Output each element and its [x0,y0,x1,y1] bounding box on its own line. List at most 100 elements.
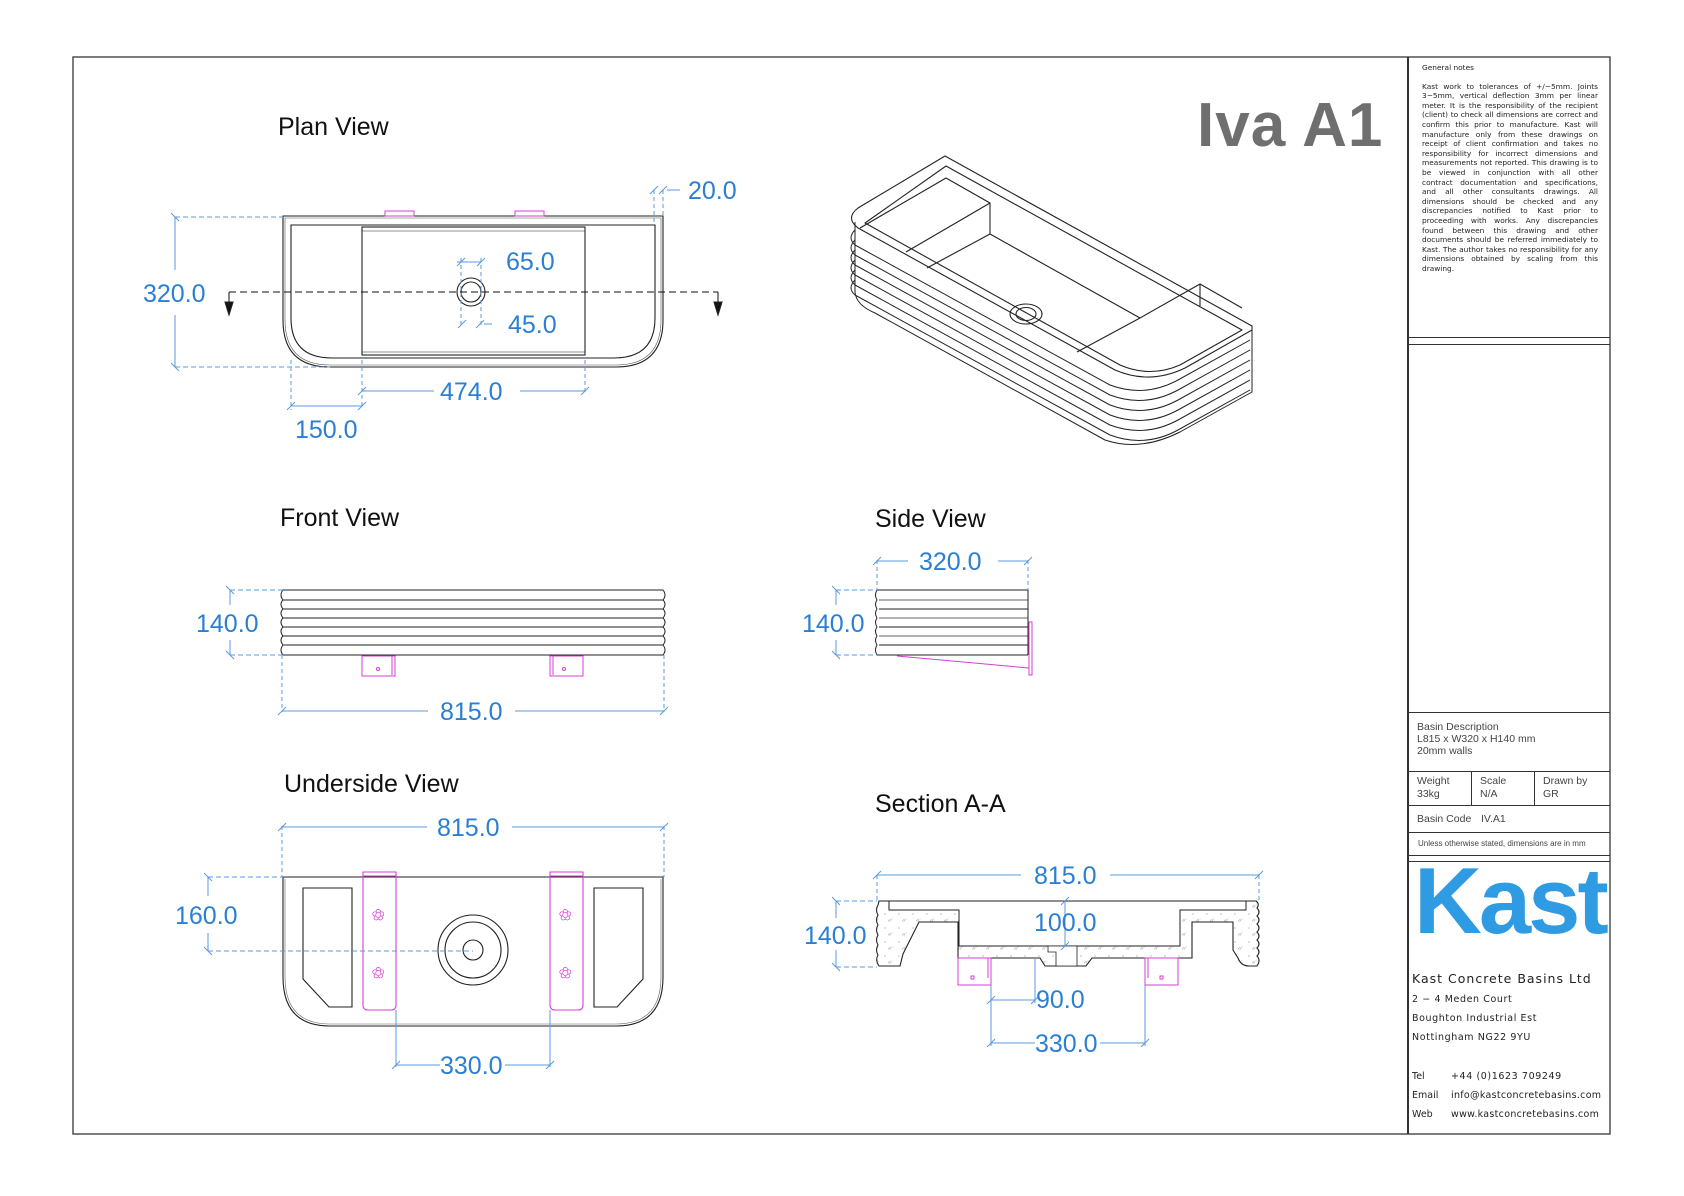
plan-dimensions [170,185,680,411]
title-block: General notes Kast work to tolerances of… [1408,57,1610,1134]
side-bracket [896,621,1033,676]
section-dimensions [831,870,1264,1048]
plan-bowl [361,226,586,356]
weight-label: Weight [1417,775,1450,787]
section-dim-height: 140.0 [804,922,867,950]
address-line-1: 2 − 4 Meden Court [1412,994,1513,1005]
front-brackets [361,655,584,677]
side-dim-width: 320.0 [919,548,982,576]
plan-outer-outline [282,215,664,368]
plan-view-title: Plan View [278,113,389,141]
underside-recess-left [302,887,353,1008]
underside-recess-right [593,887,644,1008]
underside-view-title: Underside View [284,770,459,798]
side-view [875,589,1033,676]
front-view [280,589,666,677]
section-bowl-void [888,900,1247,947]
front-dimensions [225,585,669,716]
section-dim-bowl-depth: 100.0 [1034,909,1097,937]
divider [1408,344,1610,345]
underside-view: ✿ ✿ ✿ ✿ [282,871,664,1027]
underside-dim-waste-offset: 160.0 [175,902,238,930]
underside-waste-mid [444,921,502,979]
company-name: Kast Concrete Basins Ltd [1412,971,1592,986]
isometric-view [850,155,1253,445]
front-ribs [280,589,666,656]
underside-waste-outer [437,914,509,986]
section-brackets [957,957,1179,986]
web-label: Web [1412,1109,1433,1120]
side-dim-height: 140.0 [802,610,865,638]
scale-label: Scale [1480,775,1507,787]
plan-dim-bowl-length: 474.0 [440,378,503,406]
front-dim-length: 815.0 [440,698,503,726]
basin-description-dimensions: L815 x W320 x H140 mm [1417,733,1536,745]
fixing-icon: ✿ [372,907,385,924]
section-arrow-right [713,292,723,317]
iso-waste-outer [1009,303,1043,325]
section-waste-slot [1047,945,1078,967]
address-line-3: Nottingham NG22 9YU [1412,1032,1531,1043]
kast-logo: Kast [1414,848,1609,953]
plan-bracket-left [384,210,415,217]
divider [1471,771,1472,805]
divider [1408,805,1610,806]
iso-bowl-right-step [1139,283,1243,319]
section-view [875,900,1260,986]
address-line-2: Boughton Industrial Est [1412,1013,1538,1024]
basin-code-label: Basin Code [1417,813,1472,825]
underside-brackets: ✿ ✿ ✿ ✿ [362,871,584,1011]
section-dim-waste-offset: 90.0 [1036,986,1085,1014]
plan-view [224,210,723,368]
iso-rim-inner [864,165,1243,373]
side-dimensions [831,556,1033,660]
iso-waste-inner [1015,306,1037,322]
plan-dim-width: 320.0 [143,280,206,308]
underside-dim-length: 815.0 [437,814,500,842]
divider [1534,771,1535,805]
plan-bracket-right [514,210,545,217]
email-value[interactable]: info@kastconcretebasins.com [1451,1090,1602,1101]
front-view-title: Front View [280,504,400,532]
divider [1408,861,1610,862]
divider [1408,855,1610,856]
drawing-title: Iva A1 [1197,91,1384,160]
drawn-by-value: GR [1543,788,1559,800]
plan-dim-side-shelf: 150.0 [295,416,358,444]
general-notes-heading: General notes [1422,63,1474,72]
basin-description-label: Basin Description [1417,721,1499,733]
divider [1408,771,1610,772]
plan-dim-wall: 20.0 [688,177,737,205]
general-notes-body: Kast work to tolerances of +/−5mm. Joint… [1422,81,1598,273]
plan-inner-outline [290,224,656,359]
tel-value: +44 (0)1623 709249 [1451,1071,1562,1082]
drawn-by-label: Drawn by [1543,775,1588,787]
section-dim-bracket-spacing: 330.0 [1035,1030,1098,1058]
fixing-icon: ✿ [559,907,572,924]
plan-dim-waste-inner: 45.0 [508,311,557,339]
underside-dim-bracket-spacing: 330.0 [440,1052,503,1080]
underside-dimensions [203,822,669,1070]
section-arrow-left [224,292,234,317]
iso-rim-outer [850,155,1253,378]
plan-dim-waste-outer: 65.0 [506,248,555,276]
underside-outline [282,876,664,1027]
plan-outer-outline-2 [284,217,662,366]
fixing-icon: ✿ [559,965,572,982]
scale-value: N/A [1480,788,1498,800]
divider [1408,832,1610,833]
iso-bowl-left-step [859,177,991,253]
divider [1408,337,1610,338]
side-view-title: Side View [875,505,986,533]
email-label: Email [1412,1090,1439,1101]
fixing-icon: ✿ [372,965,385,982]
section-view-title: Section A-A [875,790,1006,818]
web-value[interactable]: www.kastconcretebasins.com [1451,1109,1600,1120]
basin-code-value: IV.A1 [1481,813,1506,825]
general-notes: General notes Kast work to tolerances of… [1422,63,1598,273]
units-note: Unless otherwise stated, dimensions are … [1418,839,1586,848]
underside-waste-inner [462,939,484,961]
side-ribs [875,589,1029,656]
